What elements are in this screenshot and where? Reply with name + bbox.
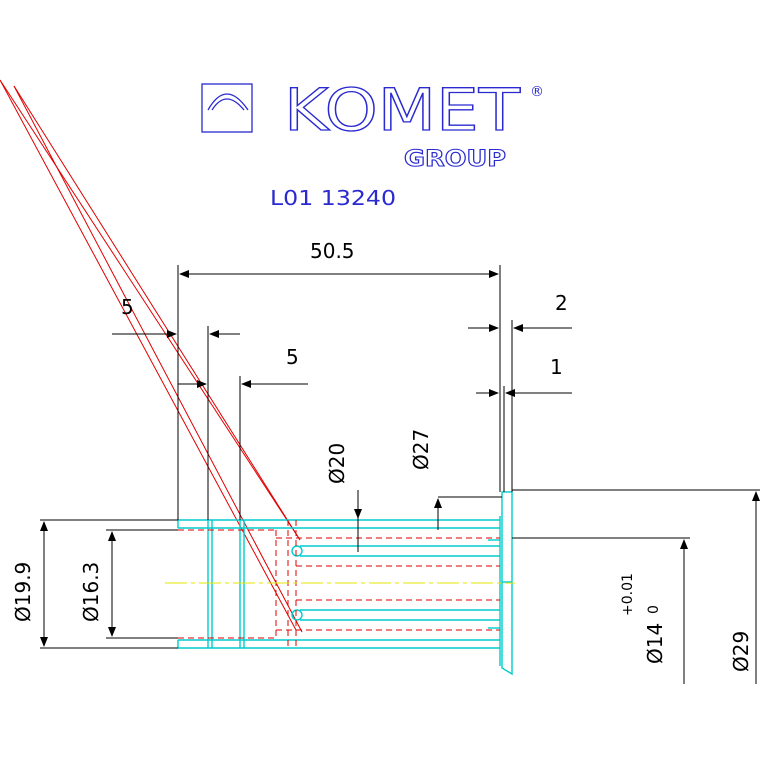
logo-emblem-icon <box>201 83 253 133</box>
dim-dia-20: Ø20 <box>325 443 349 484</box>
part-outline <box>177 491 513 676</box>
logo-brand-text: KOMET <box>284 76 521 144</box>
dim-overall-length: 50.5 <box>310 239 355 263</box>
logo-group-text: GROUP <box>404 147 506 172</box>
dim-dia-14-tol-lower: 0 <box>646 605 662 614</box>
logo-registered-mark: ® <box>530 84 544 100</box>
komet-logo: KOMET ® GROUP <box>201 75 544 173</box>
dim-dia-16-3: Ø16.3 <box>79 562 103 622</box>
dim-dia-29: Ø29 <box>729 631 753 672</box>
dimension-lines <box>40 265 760 684</box>
leader-lines <box>0 79 303 633</box>
dim-flange-thickness: 2 <box>555 291 568 315</box>
logo-emblem-arc-icon <box>207 93 249 111</box>
dim-dia-14-tol-upper: +0.01 <box>620 573 636 616</box>
dim-flange-step: 1 <box>550 355 563 379</box>
hidden-lines <box>178 520 500 648</box>
dim-dia-27: Ø27 <box>409 429 433 470</box>
dim-dia-14-group: Ø14 +0.01 0 <box>620 573 667 664</box>
dim-dia-19-9: Ø19.9 <box>11 562 35 622</box>
dim-length-left-2: 5 <box>286 345 299 369</box>
part-number: L01 13240 <box>270 186 396 210</box>
dim-dia-14: Ø14 <box>643 623 667 664</box>
dim-length-left-1: 5 <box>121 295 134 319</box>
